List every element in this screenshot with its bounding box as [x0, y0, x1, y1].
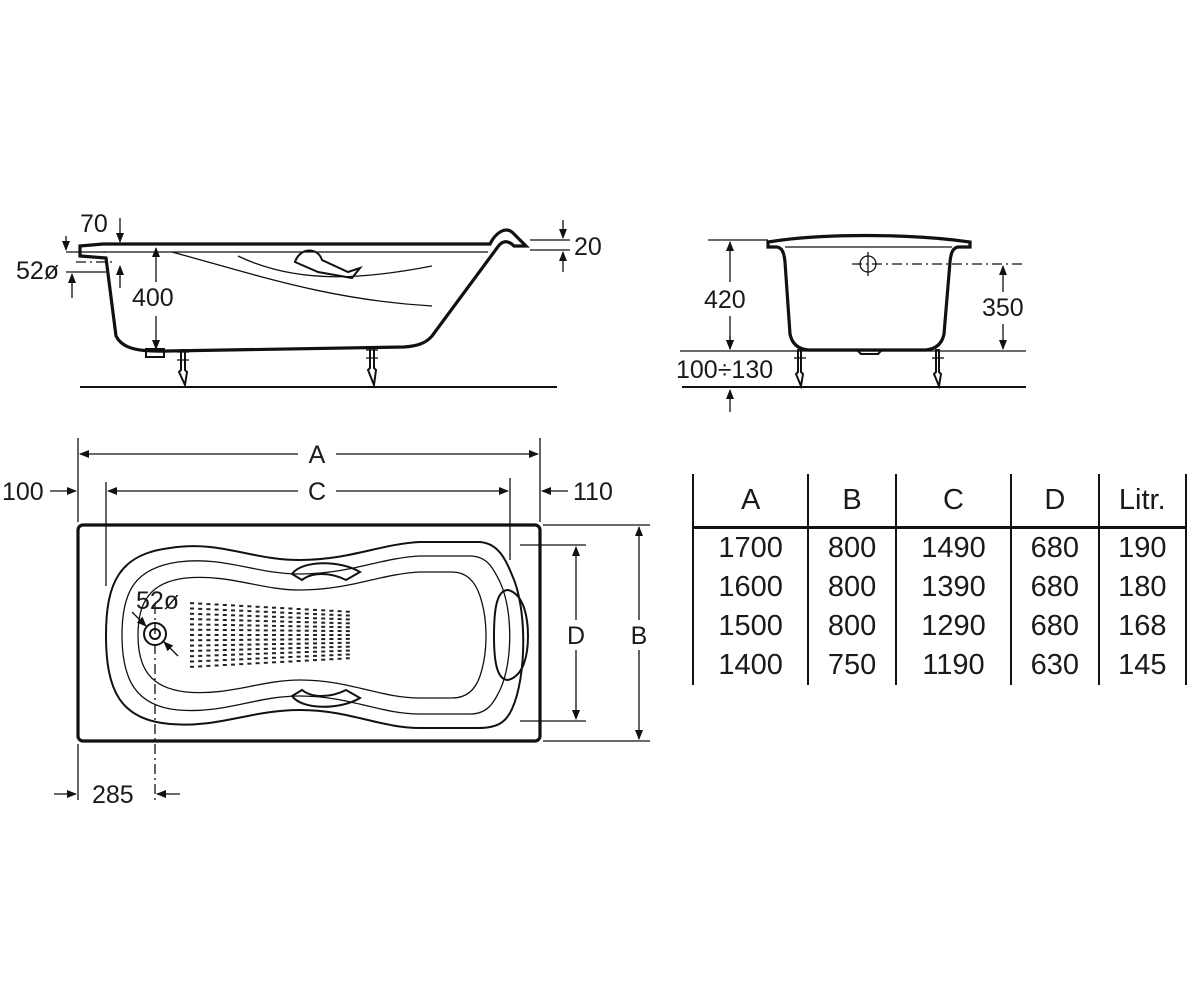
plan-view-headrest	[492, 588, 530, 682]
plan-view-label-c: C	[308, 478, 326, 506]
table-row: 1500 800 1290 680 168	[691, 607, 1188, 646]
table-header-a: A	[691, 474, 809, 529]
side-view-backrest-contour	[171, 251, 433, 307]
table-cell: 1190	[894, 646, 1012, 685]
end-view-label-350: 350	[982, 294, 1024, 322]
plan-view-label-drain-diameter: 52ø	[136, 587, 179, 615]
plan-view-tub-outline	[76, 523, 542, 743]
end-view-leg-right	[932, 349, 944, 390]
table-header-c: C	[894, 474, 1012, 529]
plan-view-label-285: 285	[92, 781, 134, 809]
side-view-leg-right	[366, 347, 378, 389]
side-view-label-20: 20	[574, 233, 602, 261]
end-view-label-legs: 100÷130	[676, 356, 773, 384]
table-cell: 800	[807, 527, 896, 568]
side-view-label-52-diameter: 52ø	[16, 257, 59, 285]
table-cell: 630	[1010, 646, 1099, 685]
side-view-label-70: 70	[80, 210, 108, 238]
plan-view-label-a: A	[309, 441, 326, 469]
end-view-drain-fitting	[856, 349, 883, 355]
table-cell: 680	[1010, 527, 1099, 568]
plan-view-label-110: 110	[573, 478, 613, 506]
table-cell: 1290	[894, 607, 1012, 646]
table-cell: 750	[807, 646, 896, 685]
table-cell: 168	[1097, 607, 1188, 646]
side-view-label-400: 400	[132, 284, 174, 312]
table-cell: 680	[1010, 607, 1099, 646]
dimensions-table: A B C D Litr. 1700 800 1490 680 190 1600…	[691, 474, 1188, 685]
table-cell: 1390	[894, 568, 1012, 607]
table-cell: 1700	[691, 527, 809, 568]
table-cell: 1600	[691, 568, 809, 607]
plan-view-basin-outer-contour	[104, 541, 525, 729]
end-view-label-420: 420	[704, 286, 746, 314]
plan-view: A C 100 110 D B 52ø 285	[2, 438, 650, 809]
plan-view-antislip-pattern	[190, 602, 350, 668]
table-header-d: D	[1010, 474, 1099, 529]
plan-view-arrow-drain-diameter-2	[163, 641, 179, 657]
side-view-grab-handle	[293, 249, 363, 280]
table-cell: 800	[807, 568, 896, 607]
table-row: 1400 750 1190 630 145	[691, 646, 1188, 685]
end-view: 420 350 100÷130	[676, 233, 1026, 412]
side-view-seat-contour	[237, 255, 433, 278]
end-view-leg-left	[794, 349, 806, 390]
plan-view-basin-floor-contour	[137, 571, 487, 699]
table-cell: 1400	[691, 646, 809, 685]
plan-view-basin-inner-contour	[121, 555, 511, 715]
table-cell: 1500	[691, 607, 809, 646]
dimensions-table-header-row: A B C D Litr.	[691, 474, 1188, 529]
table-cell: 180	[1097, 568, 1188, 607]
plan-view-label-100: 100	[2, 478, 44, 506]
table-cell: 800	[807, 607, 896, 646]
plan-view-arrow-drain-diameter-1	[131, 611, 147, 627]
table-cell: 190	[1097, 527, 1188, 568]
table-header-litres: Litr.	[1097, 474, 1188, 529]
table-row: 1700 800 1490 680 190	[691, 527, 1188, 568]
side-view: 70 52ø 400 20	[16, 210, 602, 389]
end-view-tub-outline	[766, 233, 972, 352]
plan-view-grab-handle-top	[290, 562, 362, 582]
side-view-leg-left	[177, 349, 189, 389]
table-header-b: B	[807, 474, 896, 529]
table-cell: 145	[1097, 646, 1188, 685]
table-row: 1600 800 1390 680 180	[691, 568, 1188, 607]
plan-view-label-d: D	[567, 622, 585, 650]
plan-view-label-b: B	[631, 622, 648, 650]
table-cell: 1490	[894, 527, 1012, 568]
side-view-tub-outline	[78, 228, 530, 353]
table-cell: 680	[1010, 568, 1099, 607]
plan-view-grab-handle-bottom	[290, 688, 362, 708]
